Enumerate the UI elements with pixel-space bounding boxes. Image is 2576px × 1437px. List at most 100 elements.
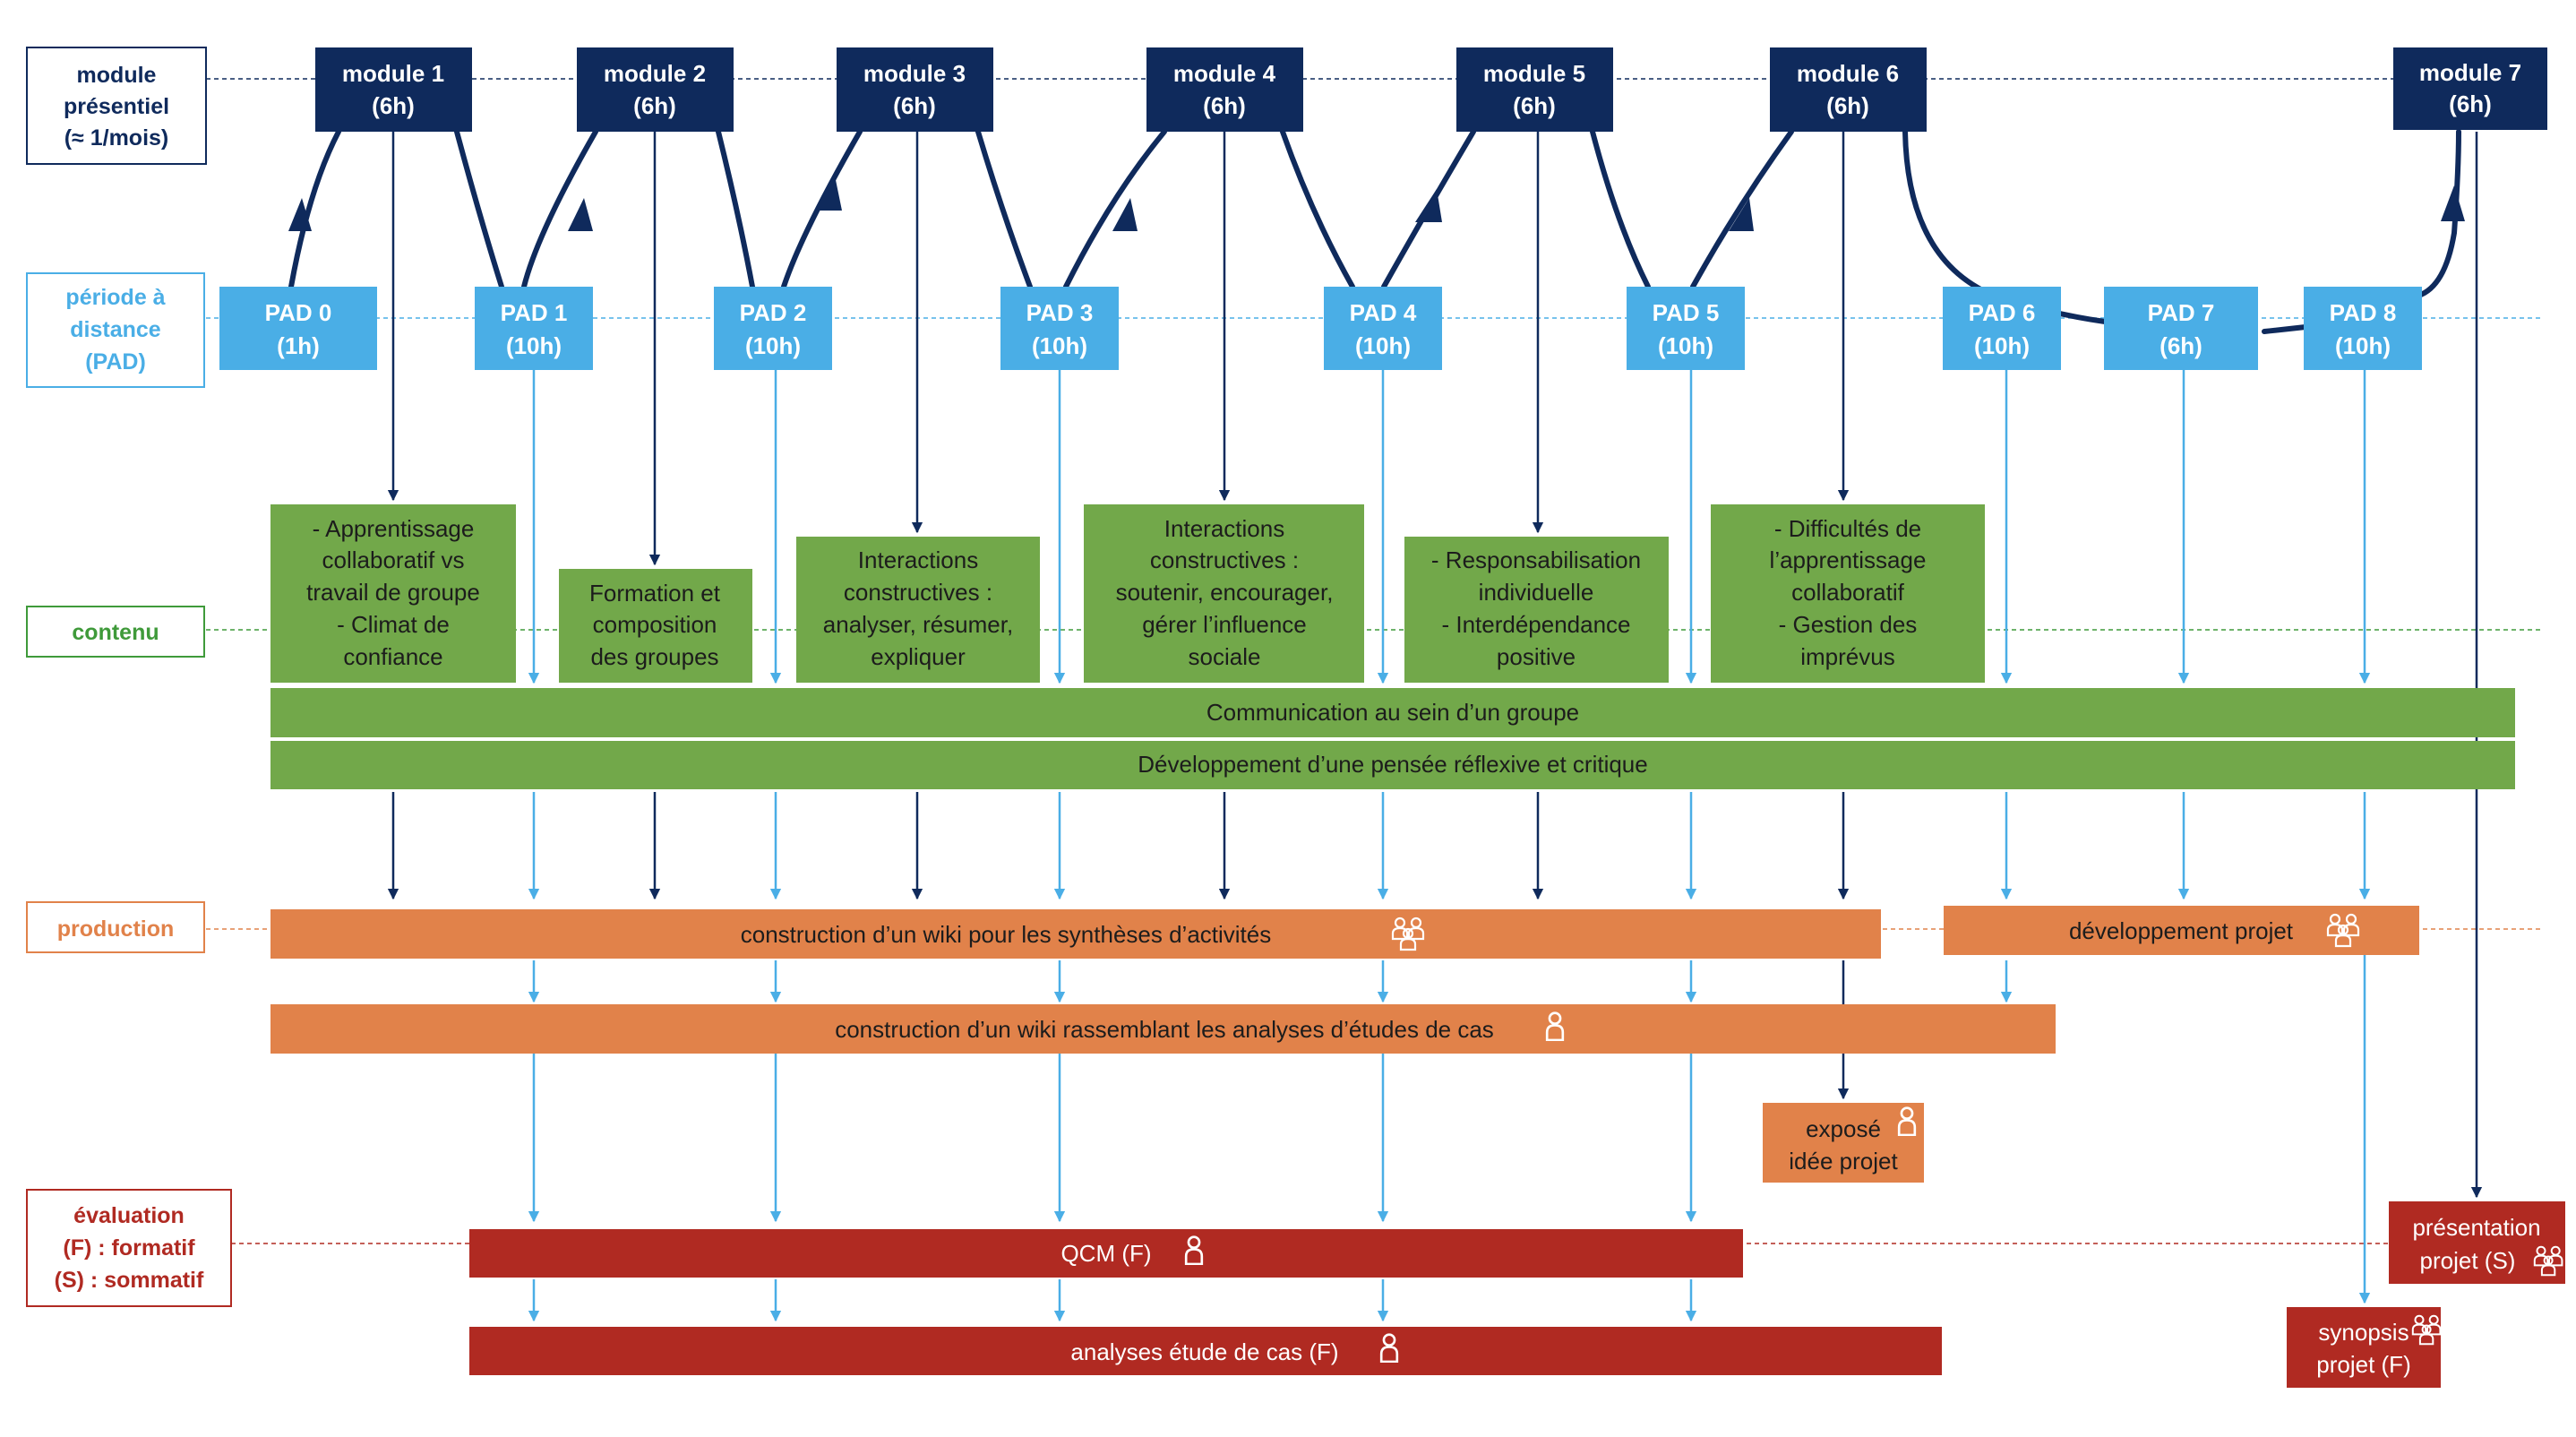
content-3-line-3: analyser, résumer, (823, 611, 1013, 638)
content-2-line-2: composition (593, 611, 717, 638)
wiki-syntheses-label: construction d’un wiki pour les synthèse… (741, 921, 1272, 948)
production-developpement-projet: développement projet (1944, 906, 2419, 955)
expose-line-2: idée projet (1789, 1148, 1898, 1175)
content-boxes: - Apprentissage collaboratif vs travail … (270, 504, 1985, 683)
module-2-name: module 2 (604, 60, 706, 87)
pad-3-name: PAD 3 (1026, 299, 1094, 326)
pad-6-name: PAD 6 (1969, 299, 2036, 326)
module-2-hours: (6h) (633, 92, 676, 119)
content-bar-communication: Communication au sein d’un groupe (270, 688, 2515, 737)
connector-arrows (387, 132, 2483, 1322)
pad-2-hours: (10h) (745, 332, 801, 359)
production-wiki-syntheses: construction d’un wiki pour les synthèse… (270, 909, 1881, 959)
production-expose: exposé idée projet (1763, 1103, 1924, 1183)
pad-7-hours: (6h) (2160, 332, 2202, 359)
production-wiki-analyses: construction d’un wiki rassemblant les a… (270, 1004, 2056, 1054)
pad-1-hours: (10h) (506, 332, 562, 359)
lane-module-line-1: module (77, 63, 157, 88)
content-5-line-4: positive (1497, 643, 1576, 670)
lane-content-line-1: contenu (72, 620, 159, 645)
content-6-line-1: - Difficultés de (1774, 515, 1921, 542)
lane-evaluation-line-3: (S) : sommatif (55, 1268, 204, 1293)
synopsis-line-1: synopsis (2318, 1319, 2409, 1346)
module-boxes: module 1 (6h) module 2 (6h) module 3 (6h… (315, 47, 2547, 132)
lane-evaluation-line-2: (F) : formatif (63, 1235, 195, 1261)
pad-8-hours: (10h) (2335, 332, 2391, 359)
content-2-line-3: des groupes (590, 643, 718, 670)
pad-0-name: PAD 0 (265, 299, 332, 326)
lane-module-line-3: (≈ 1/mois) (64, 125, 169, 151)
lane-label-module: module présentiel (≈ 1/mois) (26, 47, 207, 165)
evaluation-items: QCM (F) analyses étude de cas (F) présen… (469, 1201, 2565, 1388)
evaluation-analyses: analyses étude de cas (F) (469, 1327, 1942, 1375)
flow-arrowheads (288, 176, 2465, 231)
module-box-5: module 5 (6h) (1456, 47, 1613, 132)
content-1-line-3: travail de groupe (306, 579, 480, 606)
module-1-name: module 1 (342, 60, 444, 87)
content-box-5: - Responsabilisation individuelle - Inte… (1404, 537, 1669, 683)
module-box-6: module 6 (6h) (1770, 47, 1927, 132)
content-1-line-2: collaboratif vs (322, 546, 465, 573)
content-6-line-4: - Gestion des (1779, 611, 1918, 638)
content-1-line-1: - Apprentissage (313, 515, 475, 542)
module-4-hours: (6h) (1203, 92, 1246, 119)
module-7-hours: (6h) (2449, 90, 2492, 117)
lane-label-evaluation: évaluation (F) : formatif (S) : sommatif (26, 1189, 232, 1307)
module-1-hours: (6h) (372, 92, 415, 119)
pad-5-hours: (10h) (1658, 332, 1713, 359)
module-box-1: module 1 (6h) (315, 47, 472, 132)
content-box-2: Formation et composition des groupes (559, 569, 752, 683)
content-3-line-1: Interactions (858, 546, 978, 573)
content-box-6: - Difficultés de l’apprentissage collabo… (1711, 504, 1985, 683)
qcm-label: QCM (F) (1060, 1240, 1151, 1267)
content-bars: Communication au sein d’un groupe Dévelo… (270, 688, 2515, 789)
pad-box-8: PAD 8 (10h) (2304, 287, 2422, 370)
pad-box-4: PAD 4 (10h) (1324, 287, 1442, 370)
content-5-line-3: - Interdépendance (1441, 611, 1630, 638)
content-4-line-1: Interactions (1164, 515, 1284, 542)
lane-evaluation-line-1: évaluation (73, 1203, 185, 1228)
lane-label-pad: période à distance (PAD) (26, 272, 205, 388)
content-3-line-2: constructives : (844, 579, 992, 606)
content-6-line-3: collaboratif (1791, 579, 1905, 606)
lane-module-line-2: présentiel (64, 94, 169, 119)
wiki-analyses-label: construction d’un wiki rassemblant les a… (835, 1016, 1494, 1043)
lane-pad-line-3: (PAD) (85, 349, 146, 374)
pad-box-3: PAD 3 (10h) (1000, 287, 1119, 370)
content-5-line-1: - Responsabilisation (1431, 546, 1641, 573)
expose-line-1: exposé (1806, 1115, 1881, 1142)
pad-box-7: PAD 7 (6h) (2104, 287, 2258, 370)
module-3-hours: (6h) (893, 92, 936, 119)
pad-2-name: PAD 2 (740, 299, 807, 326)
pad-4-hours: (10h) (1355, 332, 1411, 359)
content-4-line-2: constructives : (1150, 546, 1299, 573)
pad-box-1: PAD 1 (10h) (475, 287, 593, 370)
lane-label-content: contenu (26, 606, 205, 658)
content-5-line-2: individuelle (1479, 579, 1594, 606)
evaluation-presentation: présentation projet (S) (2389, 1201, 2565, 1284)
pad-box-0: PAD 0 (1h) (219, 287, 377, 370)
module-5-hours: (6h) (1513, 92, 1556, 119)
content-box-3: Interactions constructives : analyser, r… (796, 537, 1040, 683)
module-box-4: module 4 (6h) (1146, 47, 1303, 132)
presentation-line-2: projet (S) (2420, 1247, 2516, 1274)
module-box-7: module 7 (6h) (2393, 47, 2547, 130)
pad-7-name: PAD 7 (2148, 299, 2215, 326)
presentation-line-1: présentation (2412, 1214, 2540, 1241)
module-7-name: module 7 (2419, 59, 2521, 86)
content-1-line-5: confiance (343, 643, 442, 670)
content-2-line-1: Formation et (589, 580, 721, 607)
pad-5-name: PAD 5 (1653, 299, 1720, 326)
pad-box-2: PAD 2 (10h) (714, 287, 832, 370)
content-4-line-4: gérer l’influence (1142, 611, 1307, 638)
content-4-line-3: soutenir, encourager, (1116, 579, 1334, 606)
lane-production-line-1: production (57, 916, 175, 942)
module-3-name: module 3 (863, 60, 966, 87)
pad-3-hours: (10h) (1032, 332, 1087, 359)
content-4-line-5: sociale (1189, 643, 1261, 670)
content-bar-1-label: Communication au sein d’un groupe (1206, 699, 1579, 726)
pad-4-name: PAD 4 (1350, 299, 1417, 326)
evaluation-synopsis: synopsis projet (F) (2287, 1307, 2442, 1388)
module-5-name: module 5 (1483, 60, 1585, 87)
